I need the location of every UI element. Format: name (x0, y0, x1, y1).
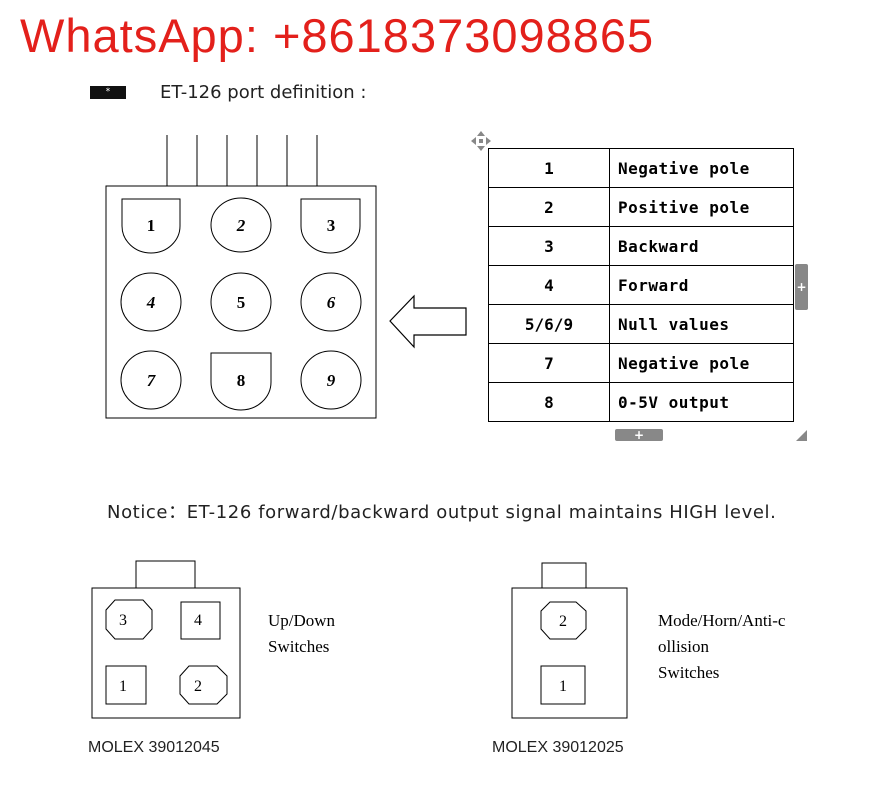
notice-text: Notice：ET-126 forward/backward output si… (107, 502, 777, 523)
molex-4pin-diagram: 3 4 1 2 (91, 560, 241, 719)
whatsapp-watermark: WhatsApp: +8618373098865 (20, 9, 655, 62)
move-handle-icon[interactable] (470, 130, 492, 152)
pin-9-shape (300, 350, 362, 410)
pin-1-square (105, 665, 147, 705)
pin-3-shape (300, 198, 361, 254)
pin-function-cell: Negative pole (609, 148, 794, 188)
pin-label: 1 (147, 216, 156, 235)
pin-label: 2 (236, 216, 246, 235)
pin-number-cell: 5/6/9 (488, 304, 610, 344)
heading-badge-icon: * (90, 86, 126, 99)
plus-icon: + (796, 280, 807, 294)
connector-housing (105, 185, 377, 419)
resize-handle-icon[interactable] (795, 429, 808, 442)
pin-8-shape (210, 352, 272, 411)
pin-label: 5 (237, 293, 246, 312)
label-line: Up/Down (268, 611, 336, 630)
pin-number-cell: 2 (488, 187, 610, 227)
add-row-handle[interactable]: + (615, 429, 663, 441)
pin-7-shape (120, 350, 182, 410)
pin-label: 4 (194, 612, 202, 629)
pin-6-shape (300, 272, 362, 332)
pin-label: 1 (119, 678, 127, 695)
molex2-part-number: MOLEX 39012025 (492, 739, 624, 756)
molex4-function-label: Up/Down Switches (268, 608, 335, 660)
pin-label: 6 (327, 293, 336, 312)
pin-label: 8 (237, 371, 246, 390)
pin-number-cell: 4 (488, 265, 610, 305)
label-line: Switches (268, 637, 330, 656)
pin-label: 4 (146, 293, 156, 312)
molex4-part-number: MOLEX 39012045 (88, 739, 220, 756)
plus-icon: + (633, 428, 645, 442)
pin-function-cell: Negative pole (609, 343, 794, 383)
pin-5-shape (210, 272, 272, 332)
pin-3-octagon (105, 599, 153, 640)
label-line: ollision (658, 637, 710, 656)
connector-housing (511, 587, 628, 719)
pin-label: 9 (327, 371, 336, 390)
arrow-left-icon (389, 294, 467, 349)
pin-label: 2 (194, 678, 202, 695)
pin-function-cell: Positive pole (609, 187, 794, 227)
pin-number-cell: 8 (488, 382, 610, 422)
pin-function-cell: Null values (609, 304, 794, 344)
pin-number-cell: 1 (488, 148, 610, 188)
pin-label: 3 (119, 612, 127, 629)
connector-latch (541, 562, 587, 589)
pin-function-cell: Forward (609, 265, 794, 305)
pin-1-square (540, 665, 586, 705)
molex-2pin-diagram: 2 1 (511, 562, 628, 719)
pin-number-cell: 3 (488, 226, 610, 266)
pin-function-cell: Backward (609, 226, 794, 266)
label-line: Switches (658, 663, 720, 682)
pin-function-cell: 0-5V output (609, 382, 794, 422)
molex2-function-label: Mode/Horn/Anti-c ollision Switches (658, 608, 785, 686)
pin-1-shape (121, 198, 181, 254)
page-title: ET-126 port definition : (160, 82, 367, 103)
add-column-handle[interactable]: + (795, 264, 808, 310)
pin-label: 3 (327, 216, 336, 235)
connector-housing (91, 587, 241, 719)
pin-2-shape (210, 197, 272, 253)
pin-label: 7 (147, 371, 157, 390)
pin-2-octagon (540, 601, 587, 640)
pin-2-octagon (179, 665, 228, 705)
pin-4-shape (120, 272, 182, 332)
pin-label: 1 (559, 678, 567, 695)
pin-4-square (180, 601, 221, 640)
pin-number-cell: 7 (488, 343, 610, 383)
heading-badge-text: * (105, 87, 111, 97)
pin-label: 2 (559, 613, 567, 630)
connector-latch (135, 560, 196, 589)
connector-9pin-diagram: 1 2 3 4 5 6 7 8 9 (105, 135, 377, 419)
label-line: Mode/Horn/Anti-c (658, 611, 786, 630)
